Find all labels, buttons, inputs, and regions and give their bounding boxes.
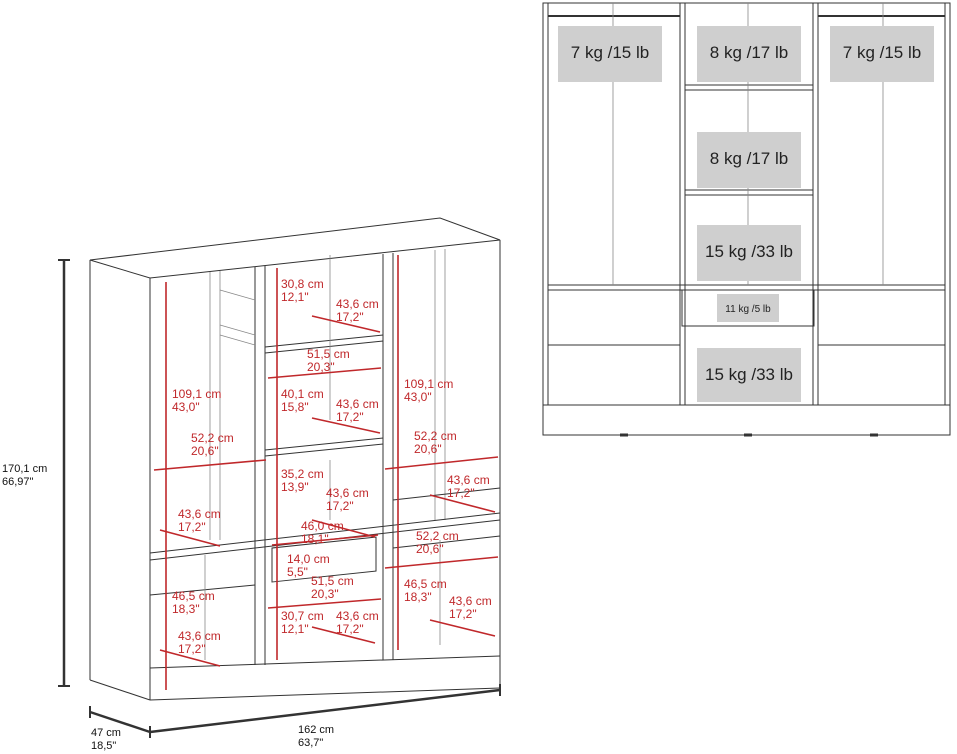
weight-label-top-shelf: 8 kg /17 lb [710,43,788,62]
dimension-label-in: 17,2" [178,642,206,656]
dimension-label-cm: 46,5 cm [172,589,215,603]
cabinet-perspective [89,217,501,701]
overall-height-cm: 170,1 cm [2,463,47,475]
dimension-label-in: 43,0" [404,390,432,404]
dimension-label-in: 20,3" [311,587,339,601]
weight-label-lower-shelf: 15 kg /33 lb [705,242,793,261]
weight-label-bottom-shelf: 15 kg /33 lb [705,365,793,384]
dimension-label-cm: 43,6 cm [449,594,492,608]
dimension-label-cm: 30,8 cm [281,277,324,291]
dimension-label-in: 18,3" [172,602,200,616]
dimension-label-in: 18,3" [404,590,432,604]
dimension-label-cm: 46,0 cm [301,519,344,533]
overall-width-in: 63,7" [298,737,323,749]
dimension-lines [153,255,499,690]
dimension-label-cm: 43,6 cm [178,629,221,643]
dimension-label-in: 18,1" [301,532,329,546]
dimension-label-in: 17,2" [336,622,364,636]
dimension-label-in: 17,2" [449,607,477,621]
dimension-label-cm: 14,0 cm [287,552,330,566]
dimension-label-in: 43,0" [172,400,200,414]
overall-dimension-lines [58,259,501,738]
weight-label-left-hanging: 7 kg /15 lb [571,43,649,62]
dimension-label-cm: 52,2 cm [191,431,234,445]
dimension-label-cm: 43,6 cm [336,297,379,311]
overall-height-in: 66,97" [2,476,34,488]
dimension-label-cm: 40,1 cm [281,387,324,401]
dimension-label-in: 13,9" [281,480,309,494]
weight-label-right-hanging: 7 kg /15 lb [843,43,921,62]
dimension-label-in: 17,2" [178,520,206,534]
dimension-label-in: 20,6" [414,442,442,456]
dimension-label-in: 17,2" [326,499,354,513]
dimension-label-cm: 51,5 cm [307,347,350,361]
dimension-label-cm: 43,6 cm [447,473,490,487]
dimension-label-in: 20,3" [307,360,335,374]
dimension-label-cm: 52,2 cm [416,529,459,543]
dimension-label-cm: 43,6 cm [336,609,379,623]
dimension-label-cm: 43,6 cm [336,397,379,411]
dimension-label-cm: 35,2 cm [281,467,324,481]
dimension-label-cm: 109,1 cm [404,377,453,391]
cabinet-front-elevation [542,2,951,437]
dimension-label-in: 17,2" [336,410,364,424]
overall-depth-cm: 47 cm [91,727,121,739]
dimension-label-cm: 43,6 cm [326,486,369,500]
dimension-label-in: 20,6" [191,444,219,458]
dimension-label-cm: 46,5 cm [404,577,447,591]
dimension-label-in: 17,2" [336,310,364,324]
dimension-label-cm: 43,6 cm [178,507,221,521]
dimension-label-cm: 52,2 cm [414,429,457,443]
weight-label-drawer: 11 kg /5 lb [725,304,771,315]
dimension-label-in: 12,1" [281,290,309,304]
dimension-label-in: 17,2" [447,486,475,500]
dimension-label-in: 15,8" [281,400,309,414]
dimension-label-in: 5,5" [287,565,308,579]
overall-depth-in: 18,5" [91,740,116,752]
dimension-label-cm: 109,1 cm [172,387,221,401]
weight-label-middle-shelf: 8 kg /17 lb [710,149,788,168]
overall-width-cm: 162 cm [298,724,334,736]
dimension-label-cm: 30,7 cm [281,609,324,623]
dimension-label-in: 12,1" [281,622,309,636]
dimension-label-cm: 51,5 cm [311,574,354,588]
dimension-label-in: 20,6" [416,542,444,556]
